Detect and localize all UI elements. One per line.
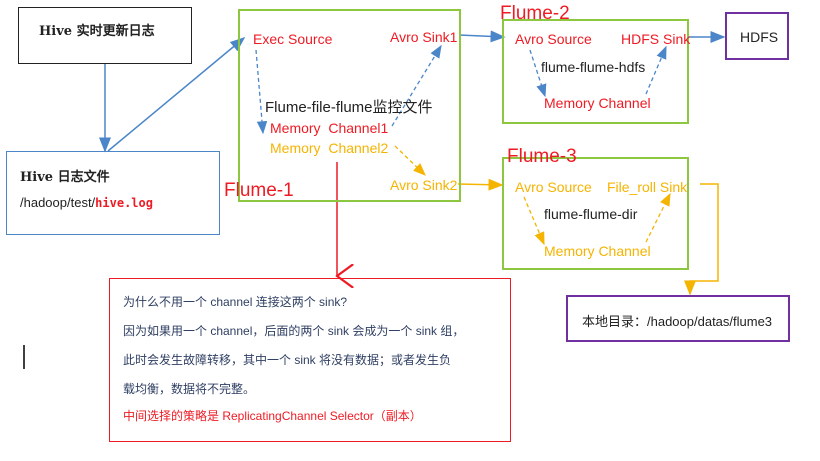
hive-log-box: Hive 日志文件 /hadoop/test/hive.log [6,151,220,235]
note-line3: 此时会发生故障转移，其中一个 sink 将没有数据；或者发生负 [123,353,452,367]
hive-log-path: /hadoop/test/hive.log [20,195,153,210]
sink1-to-flume2-arrow [458,30,506,43]
flume2-channel-to-sink-arrow [645,45,667,95]
flume3-box [502,157,689,270]
flume1-memory-channel1: Memory Channel1 [270,120,389,136]
channel1-to-sink1-arrow [391,44,442,127]
flume2-title: Flume-2 [500,3,570,24]
hive-update-box: Hive 实时更新日志 [18,7,192,64]
flume2-avro-source: Avro Source [515,31,592,47]
note-box: 为什么不用一个 channel 连接这两个 sink? 因为如果用一个 chan… [109,278,511,442]
flume1-avro-sink2: Avro Sink2 [390,177,458,193]
flume2-source-to-channel-arrow [529,49,547,98]
flume3-label: flume-flume-dir [544,206,638,222]
flume3-file-roll-sink: File_roll Sink [607,179,688,195]
log-to-exec-source-arrow [107,37,246,152]
flume2-memory-channel: Memory Channel [544,95,651,111]
flume3-memory-channel: Memory Channel [544,243,651,259]
file-roll-to-local-dir-arrow [684,183,719,296]
flume2-label: flume-flume-hdfs [541,59,646,75]
sink2-to-flume3-arrow [457,178,504,191]
hive-log-path-prefix: /hadoop/test/ [20,195,96,210]
flume1-memory-channel2: Memory Channel2 [270,140,389,156]
note-line5: 中间选择的策略是 ReplicatingChannel Selector（副本） [123,409,422,423]
flume3-title: Flume-3 [507,146,577,167]
flume1-title: Flume-1 [224,180,294,201]
local-dir-label: 本地目录：/hadoop/datas/flume3 [582,314,773,329]
hdfs-box: HDFS [725,12,789,60]
flume3-source-to-channel-arrow [523,196,545,246]
flume1-box [238,9,461,202]
flume3-channel-to-sink-arrow [645,192,671,243]
flume3-avro-source: Avro Source [515,179,592,195]
note-line2: 因为如果用一个 channel，后面的两个 sink 会成为一个 sink 组， [123,324,465,338]
flume2-hdfs-sink: HDFS Sink [621,31,691,47]
hive-log-filename: hive.log [95,196,153,210]
flume2-box [502,19,689,124]
flume1-monitor-label: Flume-file-flume监控文件 [265,99,433,116]
hive-update-label: Hive 实时更新日志 [39,24,155,39]
local-dir-box: 本地目录：/hadoop/datas/flume3 [566,295,790,342]
hive-log-title: Hive 日志文件 [20,170,110,185]
flume1-exec-source: Exec Source [253,31,333,47]
note-line1: 为什么不用一个 channel 连接这两个 sink? [123,295,348,309]
flume1-avro-sink1: Avro Sink1 [390,29,458,45]
hdfs-label: HDFS [740,29,779,45]
note-line4: 载均衡，数据将不完整。 [123,382,256,396]
